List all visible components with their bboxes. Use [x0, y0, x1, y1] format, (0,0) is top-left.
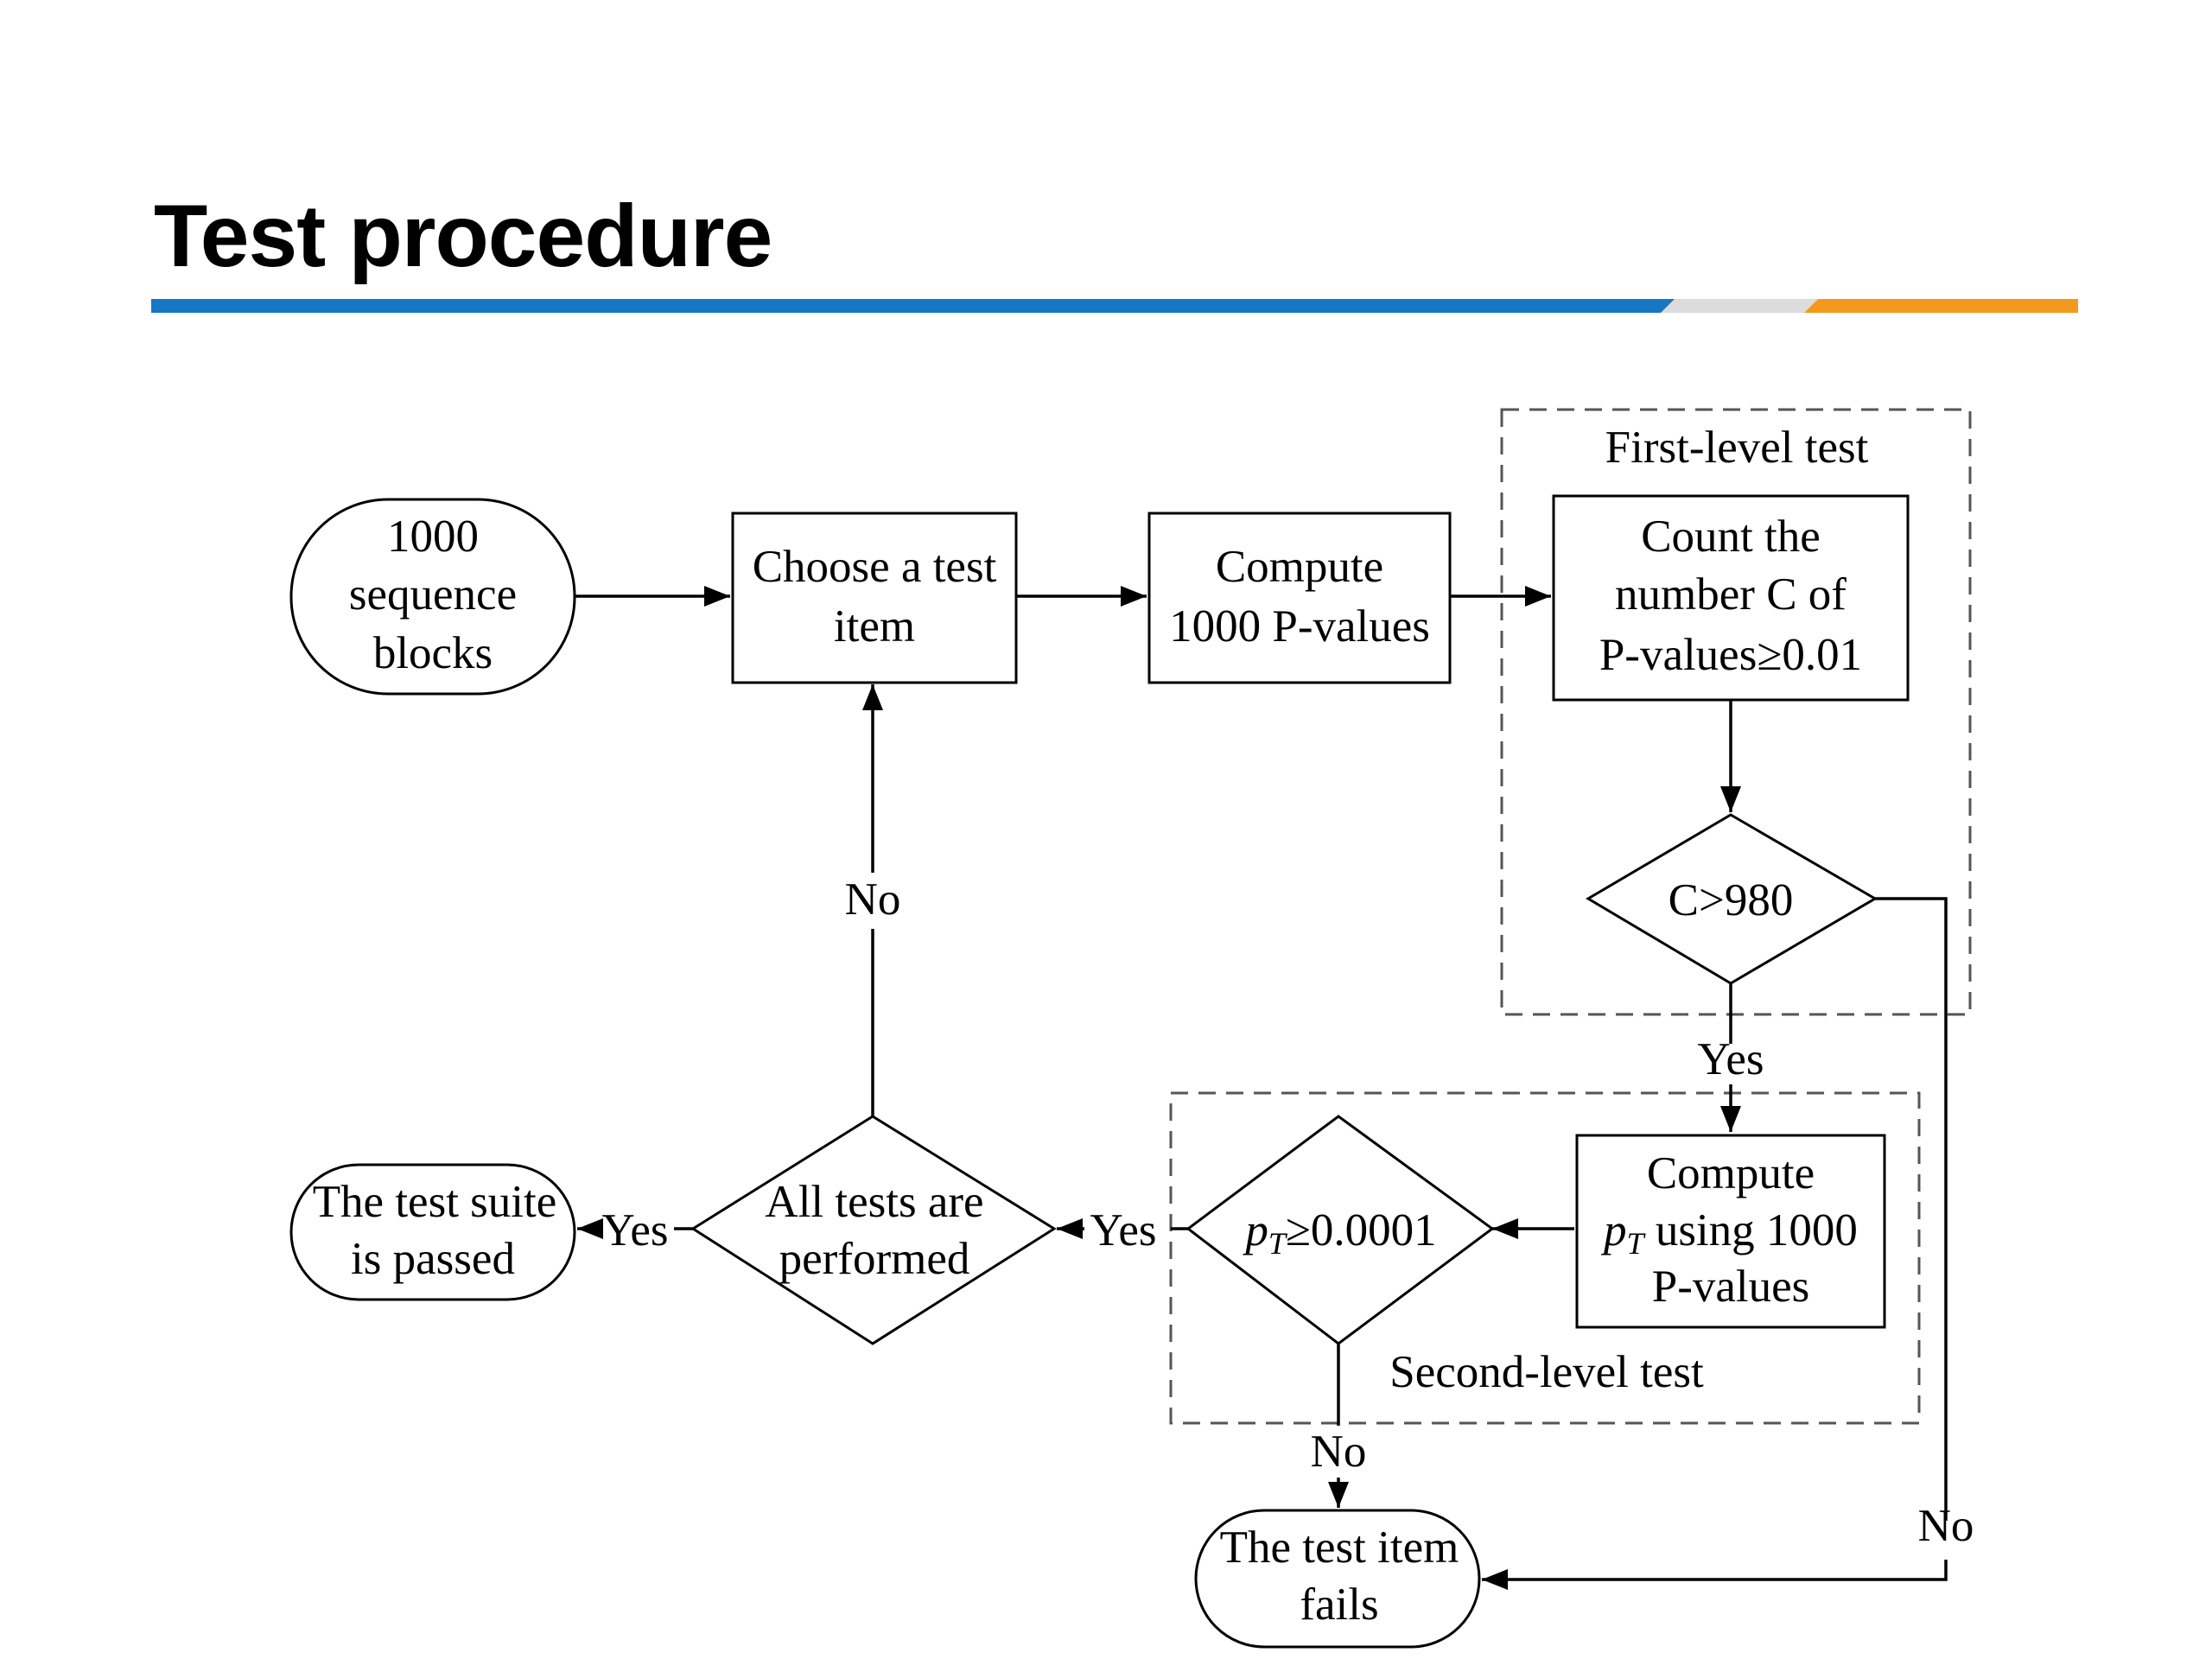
compute-pt-box	[1575, 1134, 1886, 1329]
choose-line-2: item	[834, 601, 915, 652]
count-line-2: number C of	[1615, 569, 1847, 620]
pt-decision	[1185, 1115, 1495, 1345]
c980-label: C>980	[1669, 875, 1794, 925]
compute-p-line-1: Compute	[1216, 542, 1383, 592]
edge-c980-no	[1872, 897, 1948, 1521]
label-yes-pt: Yes	[1090, 1205, 1156, 1255]
compute-pt-rest: using 1000	[1644, 1205, 1858, 1255]
label-no-c980: No	[1918, 1501, 1974, 1551]
start-line-1: 1000	[387, 512, 479, 562]
label-yes-c980: Yes	[1697, 1034, 1764, 1084]
label-no-loop: No	[845, 874, 901, 925]
header-bar-orange	[1804, 299, 2078, 313]
second-level-label: Second-level test	[1389, 1347, 1704, 1397]
edge-c980-no-to-fails	[1482, 1560, 1948, 1590]
first-level-label: First-level test	[1605, 423, 1869, 473]
count-line-1: Count the	[1641, 512, 1821, 562]
choose-test-item-box	[731, 512, 1018, 684]
compute-pvalues-box	[1147, 512, 1452, 684]
compute-pt-line-2: pT using 1000	[1600, 1205, 1858, 1261]
second-level-group	[1169, 1091, 1921, 1425]
page-title: Test procedure	[154, 187, 772, 285]
fails-line-1: The test item	[1220, 1522, 1459, 1573]
suite-passed-terminal	[289, 1163, 576, 1301]
compute-pt-var: p	[1600, 1205, 1627, 1255]
compute-pt-line-3: P-values	[1652, 1262, 1810, 1312]
all-tests-decision	[690, 1115, 1057, 1345]
pt-decision-var: p	[1242, 1205, 1268, 1255]
start-line-2: sequence	[349, 569, 517, 620]
compute-pt-sub: T	[1627, 1226, 1647, 1261]
fails-line-2: fails	[1300, 1580, 1378, 1630]
first-level-group	[1500, 408, 1972, 1016]
label-yes-all: Yes	[601, 1205, 668, 1255]
start-terminal	[289, 498, 576, 696]
passed-line-1: The test suite	[313, 1177, 557, 1227]
passed-line-2: is passed	[351, 1234, 515, 1284]
pt-decision-rest: ≥0.0001	[1286, 1205, 1437, 1255]
pt-decision-sub: T	[1268, 1226, 1288, 1261]
all-tests-line-2: performed	[779, 1234, 970, 1284]
pt-decision-label: pT≥0.0001	[1242, 1205, 1436, 1261]
header-bar-blue	[151, 299, 1675, 313]
choose-line-1: Choose a test	[753, 542, 997, 592]
count-line-3: P-values≥0.01	[1599, 630, 1862, 680]
compute-p-line-2: 1000 P-values	[1169, 601, 1430, 652]
all-tests-line-1: All tests are	[765, 1177, 983, 1227]
item-fails-terminal	[1194, 1509, 1481, 1649]
label-no-pt: No	[1311, 1427, 1367, 1477]
header-bar-gray	[1661, 299, 1818, 313]
start-line-3: blocks	[373, 628, 493, 678]
count-box	[1552, 494, 1910, 702]
c980-decision	[1586, 813, 1878, 985]
compute-pt-line-1: Compute	[1647, 1148, 1815, 1198]
